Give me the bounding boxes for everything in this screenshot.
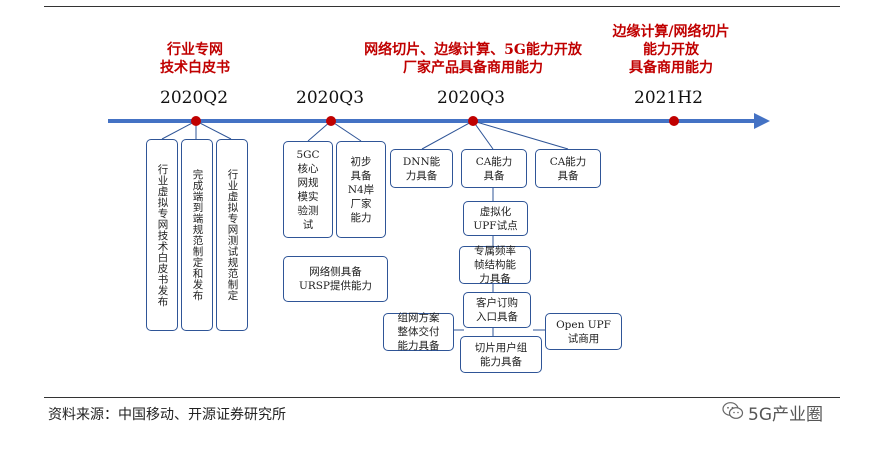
period-2020q3-a: 2020Q3 [296, 88, 365, 108]
connector-lines [161, 120, 569, 336]
top-rule [44, 6, 840, 7]
source-note: 资料来源：中国移动、开源证券研究所 [48, 407, 286, 423]
brand-label: 5G产业圈 [748, 405, 823, 425]
period-2020q2: 2020Q2 [160, 88, 229, 108]
box-open-upf: Open UPF 试商用 [545, 313, 622, 350]
box-slice-user-group: 切片用户组 能力具备 [460, 336, 542, 373]
milestone-dot-4 [669, 116, 679, 126]
box-test-spec: 行业虚拟专网测试规范制定 [216, 139, 248, 331]
bottom-rule [44, 397, 840, 398]
wechat-icon [722, 402, 744, 419]
period-2021h2: 2021H2 [634, 88, 703, 108]
box-virtual-upf: 虚拟化 UPF试点 [463, 201, 528, 236]
box-whitepaper-release: 行业虚拟专网技术白皮书发布 [146, 139, 178, 331]
milestone-dot-3 [468, 116, 478, 126]
headline-2020q3: 网络切片、边缘计算、5G能力开放 厂家产品具备商用能力 [364, 42, 582, 76]
box-e2e-spec: 完成端到端规范制定和发布 [181, 139, 213, 331]
box-ursp: 网络侧具备 URSP提供能力 [283, 256, 388, 302]
box-ca-1: CA能力 具备 [461, 149, 527, 188]
timeline-arrowhead [754, 113, 770, 129]
box-networking-delivery: 组网方案 整体交付 能力具备 [383, 312, 454, 352]
headline-2021h2: 边缘计算/网络切片 能力开放 具备商用能力 [612, 24, 730, 76]
milestone-dot-1 [191, 116, 201, 126]
box-5gc-core-test: 5GC 核心 网规 模实 验测 试 [283, 141, 333, 238]
box-customer-order: 客户订购 入口具备 [463, 292, 531, 328]
box-dedicated-frequency: 专属频率 帧结构能 力具备 [459, 245, 531, 285]
headline-2020q2: 行业专网 技术白皮书 [160, 42, 230, 76]
milestone-dot-2 [326, 116, 336, 126]
period-2020q3-b: 2020Q3 [437, 88, 506, 108]
box-ca-2: CA能力 具备 [535, 149, 601, 188]
box-n4-capability: 初步 具备 N4岸 厂家 能力 [336, 141, 386, 238]
box-dnn: DNN能 力具备 [390, 149, 453, 188]
